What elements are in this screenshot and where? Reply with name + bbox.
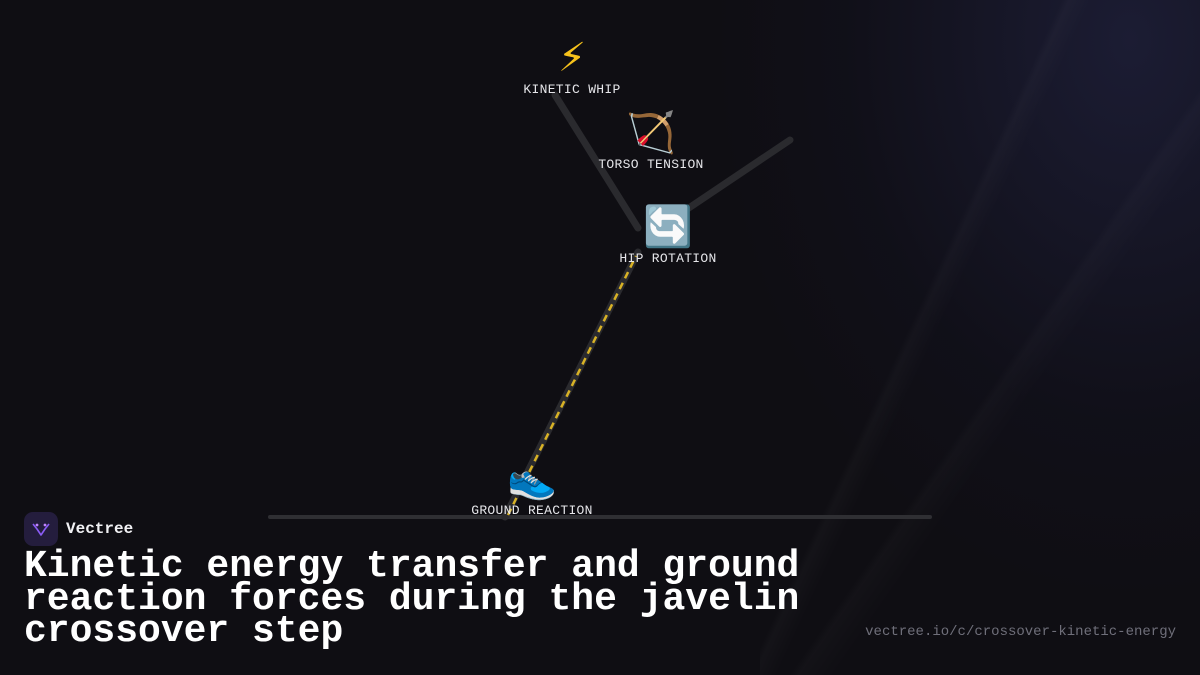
arm-limb <box>664 136 794 226</box>
node-label: HIP ROTATION <box>619 251 717 266</box>
node-torso-tension: 🏹 TORSO TENSION <box>598 111 703 172</box>
node-label: TORSO TENSION <box>598 157 704 172</box>
background-rays <box>760 0 1200 675</box>
brand-name: Vectree <box>66 520 134 538</box>
node-ground-reaction: 👟 GROUND REACTION <box>471 457 593 518</box>
torso-limb <box>551 91 642 232</box>
page-title: Kinetic energy transfer and ground react… <box>24 545 800 653</box>
rotation-arrows-icon: 🔄 <box>643 204 693 250</box>
node-hip-rotation: 🔄 HIP ROTATION <box>619 205 716 266</box>
high-voltage-icon: ⚡ <box>557 35 587 81</box>
running-shoe-icon: 👟 <box>507 456 557 502</box>
node-label: GROUND REACTION <box>471 503 593 518</box>
vectree-logo-icon <box>24 512 58 546</box>
node-kinetic-whip: ⚡ KINETIC WHIP <box>523 36 620 97</box>
source-url[interactable]: vectree.io/c/crossover-kinetic-energy <box>865 624 1176 640</box>
energy-transfer-path <box>506 255 638 516</box>
brand: Vectree <box>24 512 133 546</box>
bow-and-arrow-icon: 🏹 <box>626 110 676 156</box>
node-label: KINETIC WHIP <box>523 82 621 97</box>
